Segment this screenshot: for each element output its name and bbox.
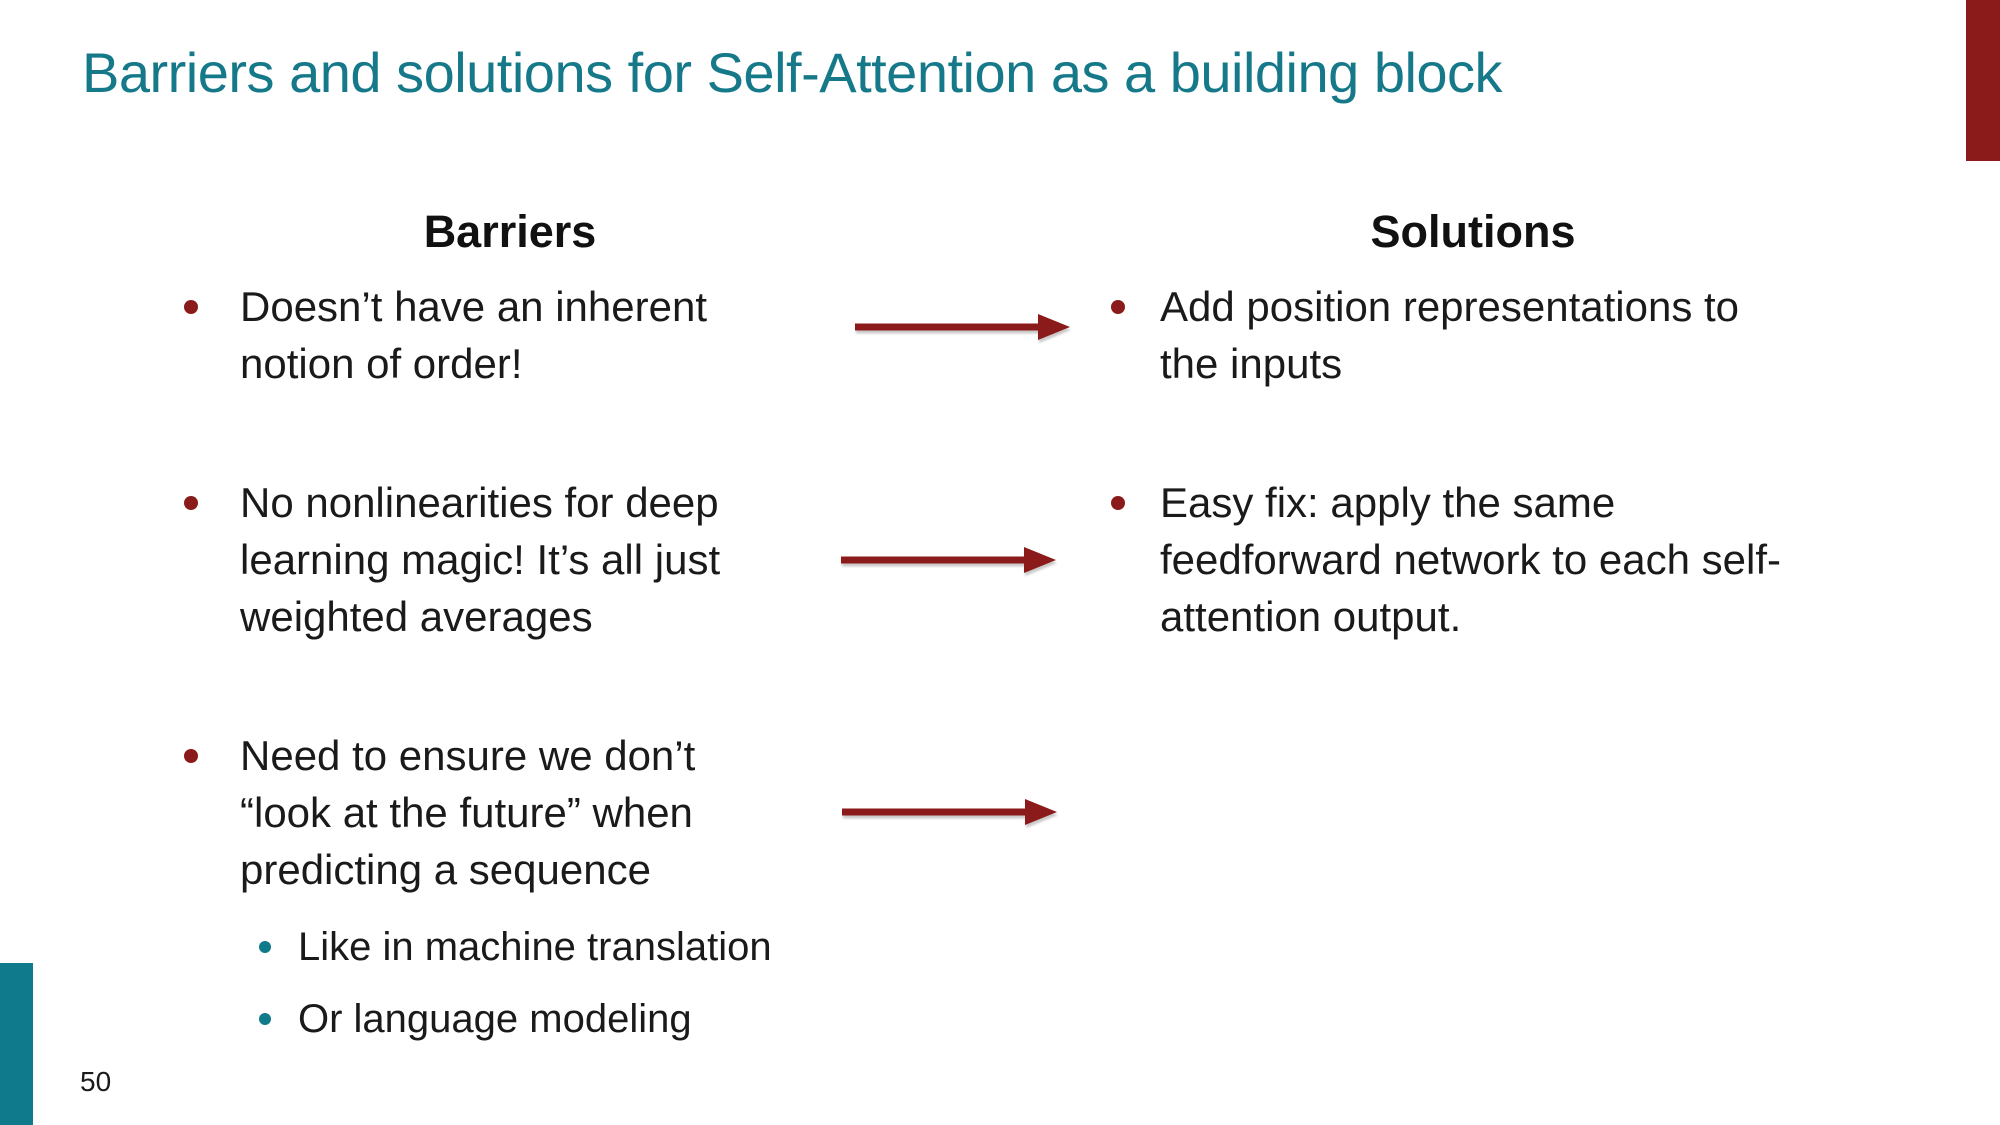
sub-bullet-icon [259, 941, 271, 953]
barrier-subitem-text: Like in machine translation [298, 925, 772, 969]
bullet-icon [184, 300, 198, 314]
right-arrow-icon [842, 799, 1057, 825]
sub-bullet-icon [259, 1013, 271, 1025]
barriers-heading: Barriers [423, 206, 597, 257]
bullet-icon [1111, 300, 1125, 314]
right-arrow-icon [841, 547, 1056, 573]
solutions-heading: Solutions [1370, 206, 1576, 257]
page-title: Barriers and solutions for Self-Attentio… [82, 41, 1503, 104]
corner-accent-top-right [1966, 0, 2000, 161]
bullet-icon [1111, 496, 1125, 510]
barrier-item-future: Need to ensure we don’t“look at the futu… [184, 727, 695, 898]
corner-accent-bottom-left [0, 963, 33, 1125]
right-arrow-icon [855, 314, 1070, 340]
bullet-icon [184, 496, 198, 510]
barrier-subitem-lm: Or language modeling [259, 992, 692, 1047]
barrier-item-text: Need to ensure we don’t“look at the futu… [240, 732, 696, 893]
bullet-icon [184, 749, 198, 763]
page-number: 50 [80, 1066, 112, 1097]
barrier-subitem-text: Or language modeling [298, 997, 692, 1041]
barrier-subitem-translation: Like in machine translation [259, 920, 772, 975]
